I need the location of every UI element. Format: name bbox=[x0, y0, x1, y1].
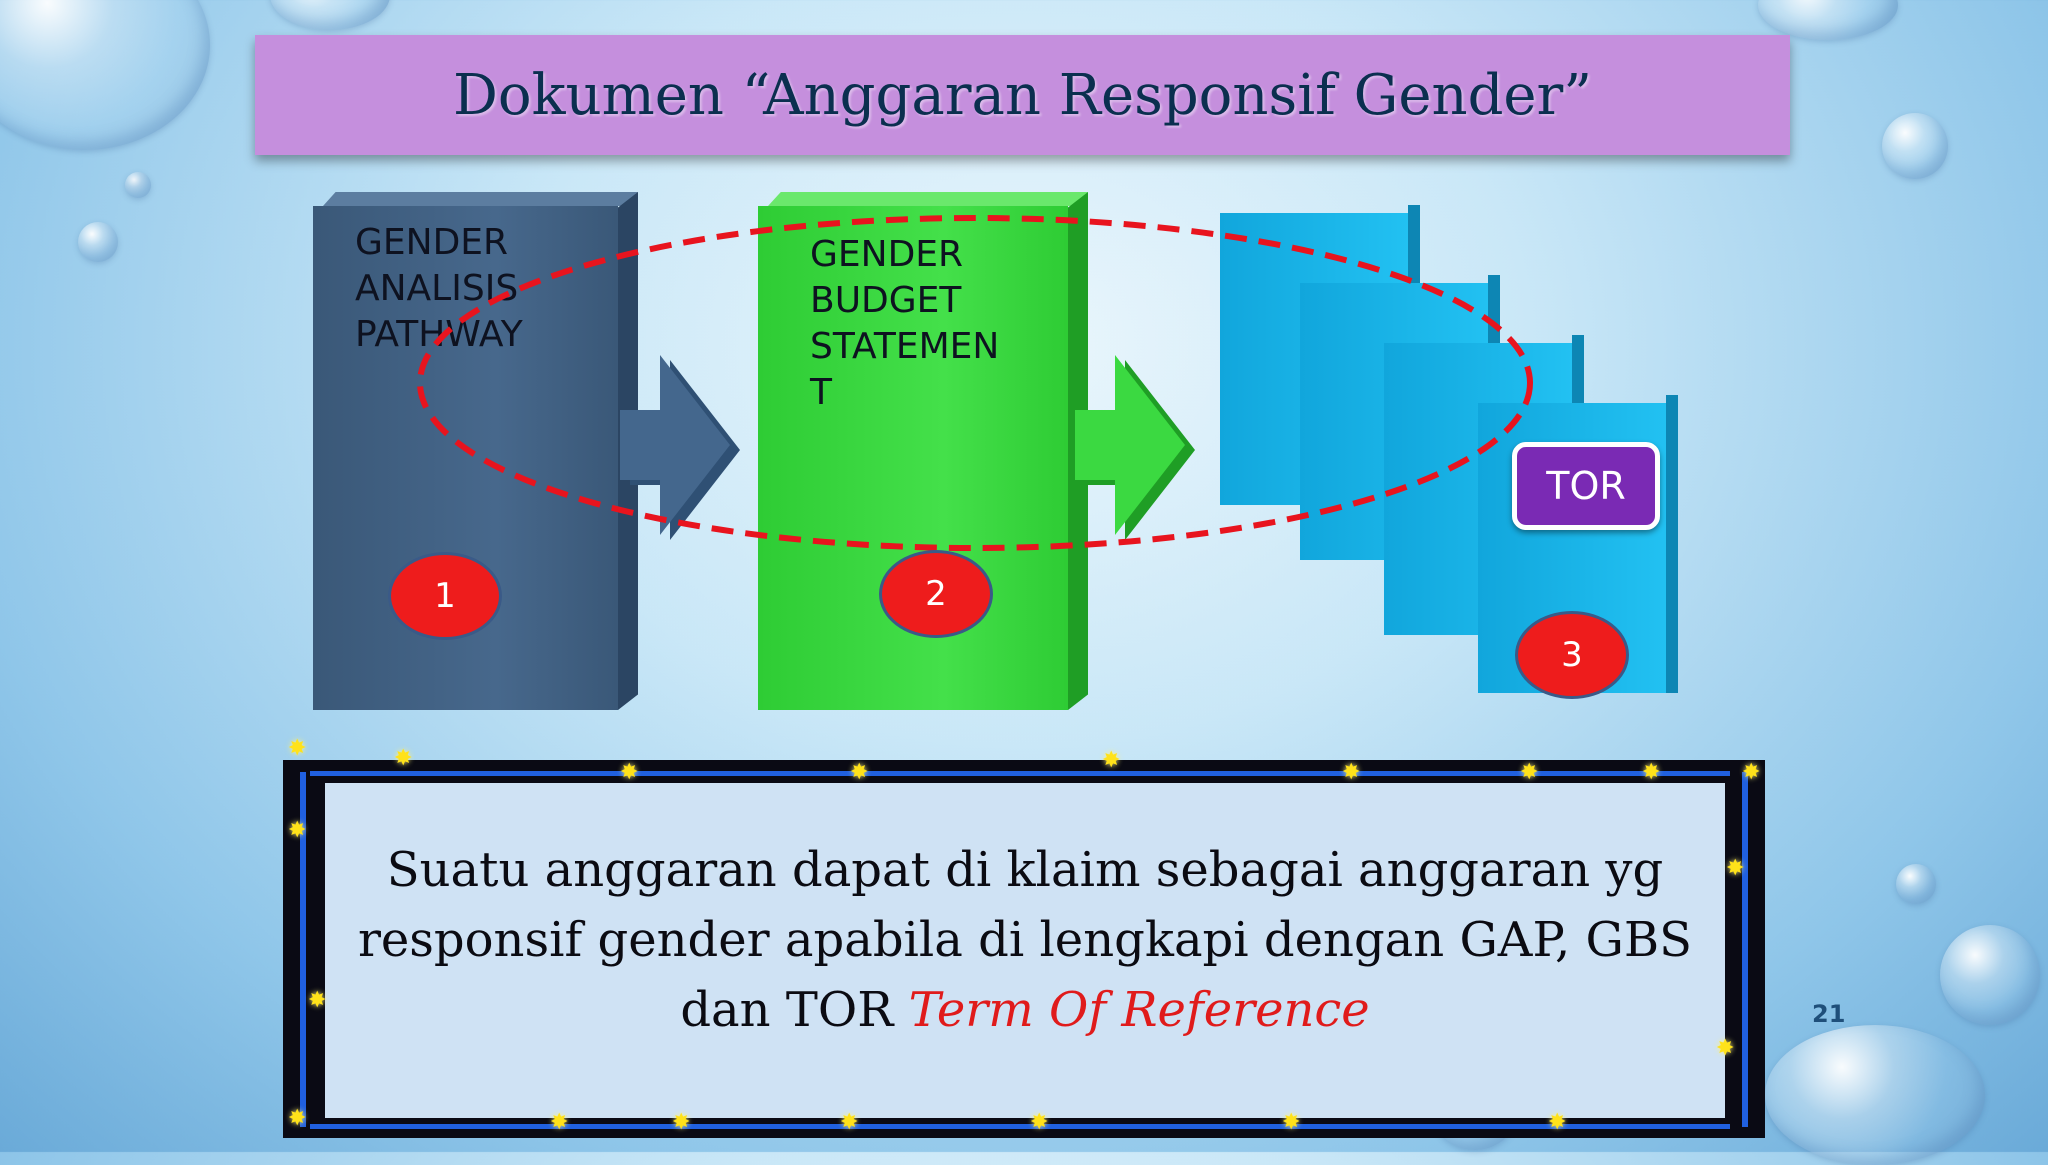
step-number-badge: 1 bbox=[388, 552, 502, 640]
bubble-decoration bbox=[125, 172, 151, 198]
frame-rail bbox=[310, 1124, 1730, 1129]
sparkle-icon: ✸ bbox=[1030, 1110, 1049, 1135]
box-top-face bbox=[768, 192, 1088, 206]
step-number-badge: 2 bbox=[879, 550, 993, 638]
description-line: dan TOR Term Of Reference bbox=[325, 975, 1725, 1045]
bubble-decoration bbox=[0, 0, 210, 150]
sparkle-icon: ✸ bbox=[850, 760, 869, 785]
title-bar: Dokumen “Anggaran Responsif Gender” bbox=[255, 35, 1790, 155]
sparkle-icon: ✸ bbox=[1282, 1110, 1301, 1135]
sparkle-icon: ✸ bbox=[288, 818, 307, 843]
tor-badge: TOR bbox=[1512, 442, 1660, 530]
description-line: responsif gender apabila di lengkapi den… bbox=[357, 912, 1693, 968]
sparkle-icon: ✸ bbox=[288, 1106, 307, 1131]
bubble-decoration bbox=[78, 222, 118, 262]
sparkle-icon: ✸ bbox=[1726, 856, 1745, 881]
description-text: Suatu anggaran dapat di klaim sebagai an… bbox=[325, 835, 1725, 1045]
frame-rail bbox=[300, 772, 306, 1127]
highlight-ellipse bbox=[417, 215, 1533, 551]
sparkle-icon: ✸ bbox=[620, 760, 639, 785]
sparkle-icon: ✸ bbox=[1642, 760, 1661, 785]
sparkle-icon: ✸ bbox=[1716, 1036, 1735, 1061]
bubble-decoration bbox=[1765, 1025, 1985, 1165]
description-line: Suatu anggaran dapat di klaim sebagai an… bbox=[386, 842, 1664, 898]
sparkle-icon: ✸ bbox=[550, 1110, 569, 1135]
box-top-face bbox=[323, 192, 638, 206]
bubble-decoration bbox=[270, 0, 390, 30]
bubble-decoration bbox=[1882, 113, 1948, 179]
term-of-reference-emphasis: Term Of Reference bbox=[908, 982, 1370, 1038]
bubble-decoration bbox=[1940, 925, 2040, 1025]
sparkle-icon: ✸ bbox=[1102, 748, 1121, 773]
bubble-decoration bbox=[1896, 864, 1936, 904]
sparkle-icon: ✸ bbox=[1342, 760, 1361, 785]
gap-box-label: GENDER ANALISIS PATHWAY bbox=[355, 222, 523, 355]
frame-rail bbox=[310, 771, 1730, 776]
sparkle-icon: ✸ bbox=[672, 1110, 691, 1135]
gbs-box-label: GENDER BUDGET STATEMEN T bbox=[810, 234, 1000, 413]
description-panel bbox=[325, 783, 1725, 1118]
frame-rail bbox=[1742, 772, 1748, 1127]
arrow-right-icon bbox=[620, 355, 740, 540]
sparkle-icon: ✸ bbox=[840, 1110, 859, 1135]
page-title: Dokumen “Anggaran Responsif Gender” bbox=[453, 62, 1592, 128]
page-number: 21 bbox=[1812, 1000, 1846, 1028]
bubble-decoration bbox=[1758, 0, 1898, 40]
sparkle-icon: ✸ bbox=[1742, 760, 1761, 785]
sparkle-icon: ✸ bbox=[1520, 760, 1539, 785]
sparkle-icon: ✸ bbox=[288, 736, 307, 761]
sparkle-icon: ✸ bbox=[394, 746, 413, 771]
step-number-badge: 3 bbox=[1515, 611, 1629, 699]
description-line-prefix: dan TOR bbox=[680, 982, 909, 1038]
sparkle-icon: ✸ bbox=[1548, 1110, 1567, 1135]
arrow-right-icon bbox=[1075, 355, 1195, 540]
box-side-face bbox=[1666, 395, 1678, 693]
sparkle-icon: ✸ bbox=[308, 988, 327, 1013]
